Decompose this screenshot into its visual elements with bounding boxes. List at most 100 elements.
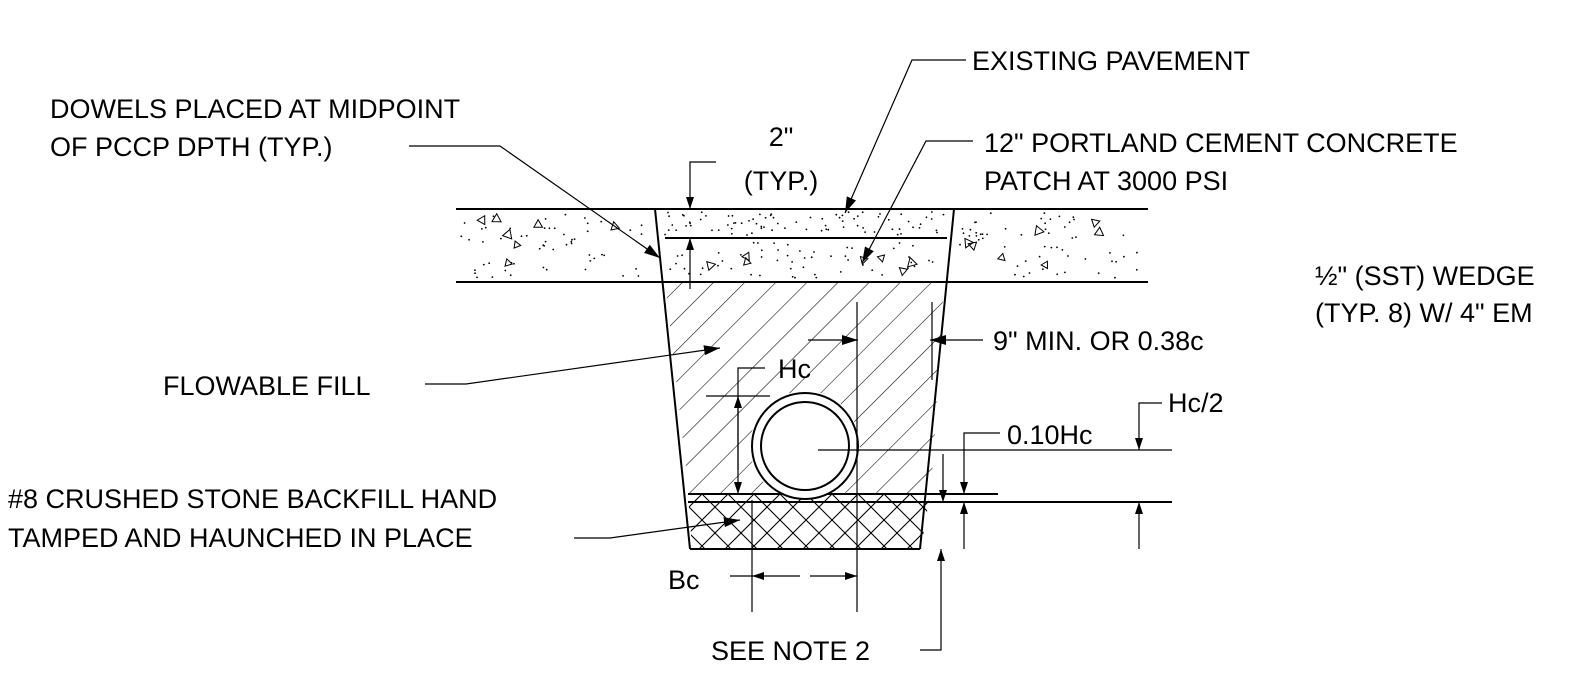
aggregate-dot	[1049, 218, 1052, 221]
aggregate-dot	[513, 262, 515, 265]
aggregate-dot	[776, 222, 779, 225]
aggregate-dot	[789, 267, 792, 270]
aggregate-dot	[891, 228, 894, 231]
aggregate-dot	[1136, 251, 1138, 254]
aggregate-dot	[777, 249, 779, 251]
crushed-stone-hatch	[688, 493, 1172, 548]
aggregate-dot	[474, 269, 476, 271]
aggregate-dot	[989, 212, 992, 215]
aggregate-dot	[701, 267, 704, 270]
aggregate-dot	[795, 221, 798, 224]
aggregate-dot	[676, 255, 679, 257]
aggregate-dot	[685, 225, 687, 227]
aggregate-dot	[1109, 252, 1111, 254]
aggregate-dot	[919, 223, 922, 226]
aggregate-dot	[746, 234, 748, 236]
aggregate-dot	[468, 238, 470, 241]
min-clearance-label: 9" MIN. OR 0.38c	[993, 326, 1204, 356]
aggregate-stone	[610, 220, 621, 231]
aggregate-dot	[846, 246, 849, 249]
aggregate-dot	[771, 229, 773, 232]
pipe	[751, 392, 859, 500]
aggregate-dot	[791, 261, 793, 263]
aggregate-dot	[910, 261, 913, 264]
aggregate-dot	[1068, 221, 1071, 224]
aggregate-dot	[827, 228, 830, 231]
existing-pavement-label: EXISTING PAVEMENT	[972, 46, 1250, 76]
aggregate-dot	[711, 229, 713, 232]
aggregate-dot	[667, 229, 670, 232]
aggregate-dot	[1084, 258, 1087, 260]
aggregate-dot	[565, 243, 568, 246]
aggregate-dot	[1038, 255, 1041, 258]
aggregate-dot	[573, 238, 576, 241]
dowels-label-line2: OF PCCP DPTH (TYP.)	[50, 132, 333, 162]
aggregate-dot	[760, 256, 763, 258]
aggregate-stone	[501, 228, 513, 240]
aggregate-dot	[974, 221, 976, 224]
aggregate-dot	[552, 248, 555, 251]
aggregate-dot	[731, 214, 734, 217]
aggregate-dot	[853, 217, 855, 220]
aggregate-dot	[476, 276, 478, 279]
aggregate-dot	[815, 276, 818, 279]
aggregate-dot	[1056, 246, 1058, 249]
aggregate-dot	[977, 238, 980, 241]
leader-lines	[409, 59, 983, 612]
aggregate-dot	[586, 230, 589, 233]
aggregate-dot	[928, 259, 930, 262]
aggregate-dot	[896, 233, 899, 236]
aggregate-dot	[1004, 227, 1007, 230]
aggregate-dot	[912, 244, 914, 247]
aggregate-dot	[504, 269, 507, 272]
aggregate-dot	[918, 227, 921, 229]
aggregate-dot	[509, 227, 512, 230]
aggregate-dot	[912, 226, 914, 229]
aggregate-stone	[907, 256, 918, 268]
wedge-label-line2: (TYP. 8) W/ 4" EM	[1315, 298, 1533, 328]
aggregate-dot	[474, 272, 476, 275]
aggregate-dot	[727, 215, 730, 217]
aggregate-dot	[484, 226, 487, 229]
tenth-hc-dimension	[939, 432, 1000, 549]
aggregate-dot	[669, 268, 672, 271]
aggregate-dot	[1058, 215, 1061, 218]
aggregate-dot	[752, 241, 755, 244]
aggregate-dot	[1041, 268, 1044, 271]
aggregate-dot	[794, 276, 796, 279]
aggregate-dot	[755, 222, 758, 225]
aggregate-dot	[942, 213, 945, 216]
aggregate-dot	[898, 228, 901, 231]
aggregate-dot	[500, 237, 502, 240]
aggregate-dot	[879, 213, 881, 215]
aggregate-dot	[907, 220, 910, 223]
aggregate-stone	[706, 260, 717, 272]
aggregate-dot	[898, 242, 901, 244]
pccp-label-line1: 12" PORTLAND CEMENT CONCRETE	[984, 128, 1458, 158]
aggregate-dot	[930, 218, 933, 220]
aggregate-dot	[1111, 260, 1113, 263]
aggregate-dot	[931, 211, 933, 213]
aggregate-dot	[1020, 233, 1023, 236]
aggregate-dot	[681, 254, 683, 257]
aggregate-dot	[784, 227, 786, 230]
aggregate-dot	[824, 224, 827, 227]
aggregate-dot	[717, 264, 719, 267]
aggregate-dot	[584, 217, 586, 219]
aggregate-dot	[671, 224, 674, 226]
aggregate-dot	[810, 256, 813, 259]
aggregate-dot	[1050, 246, 1053, 249]
hc-label: Hc	[778, 354, 811, 384]
aggregate-dot	[717, 229, 720, 232]
aggregate-dot	[564, 213, 567, 216]
aggregate-dot	[640, 233, 643, 236]
aggregate-dot	[1022, 275, 1025, 278]
aggregate-dot	[683, 267, 686, 270]
aggregate-dot	[1072, 216, 1075, 219]
aggregate-dot	[525, 234, 528, 237]
aggregate-dot	[629, 229, 632, 232]
aggregate-dot	[571, 238, 573, 241]
aggregate-dot	[740, 222, 743, 225]
aggregate-dot	[488, 262, 491, 265]
aggregate-dot	[589, 260, 592, 262]
